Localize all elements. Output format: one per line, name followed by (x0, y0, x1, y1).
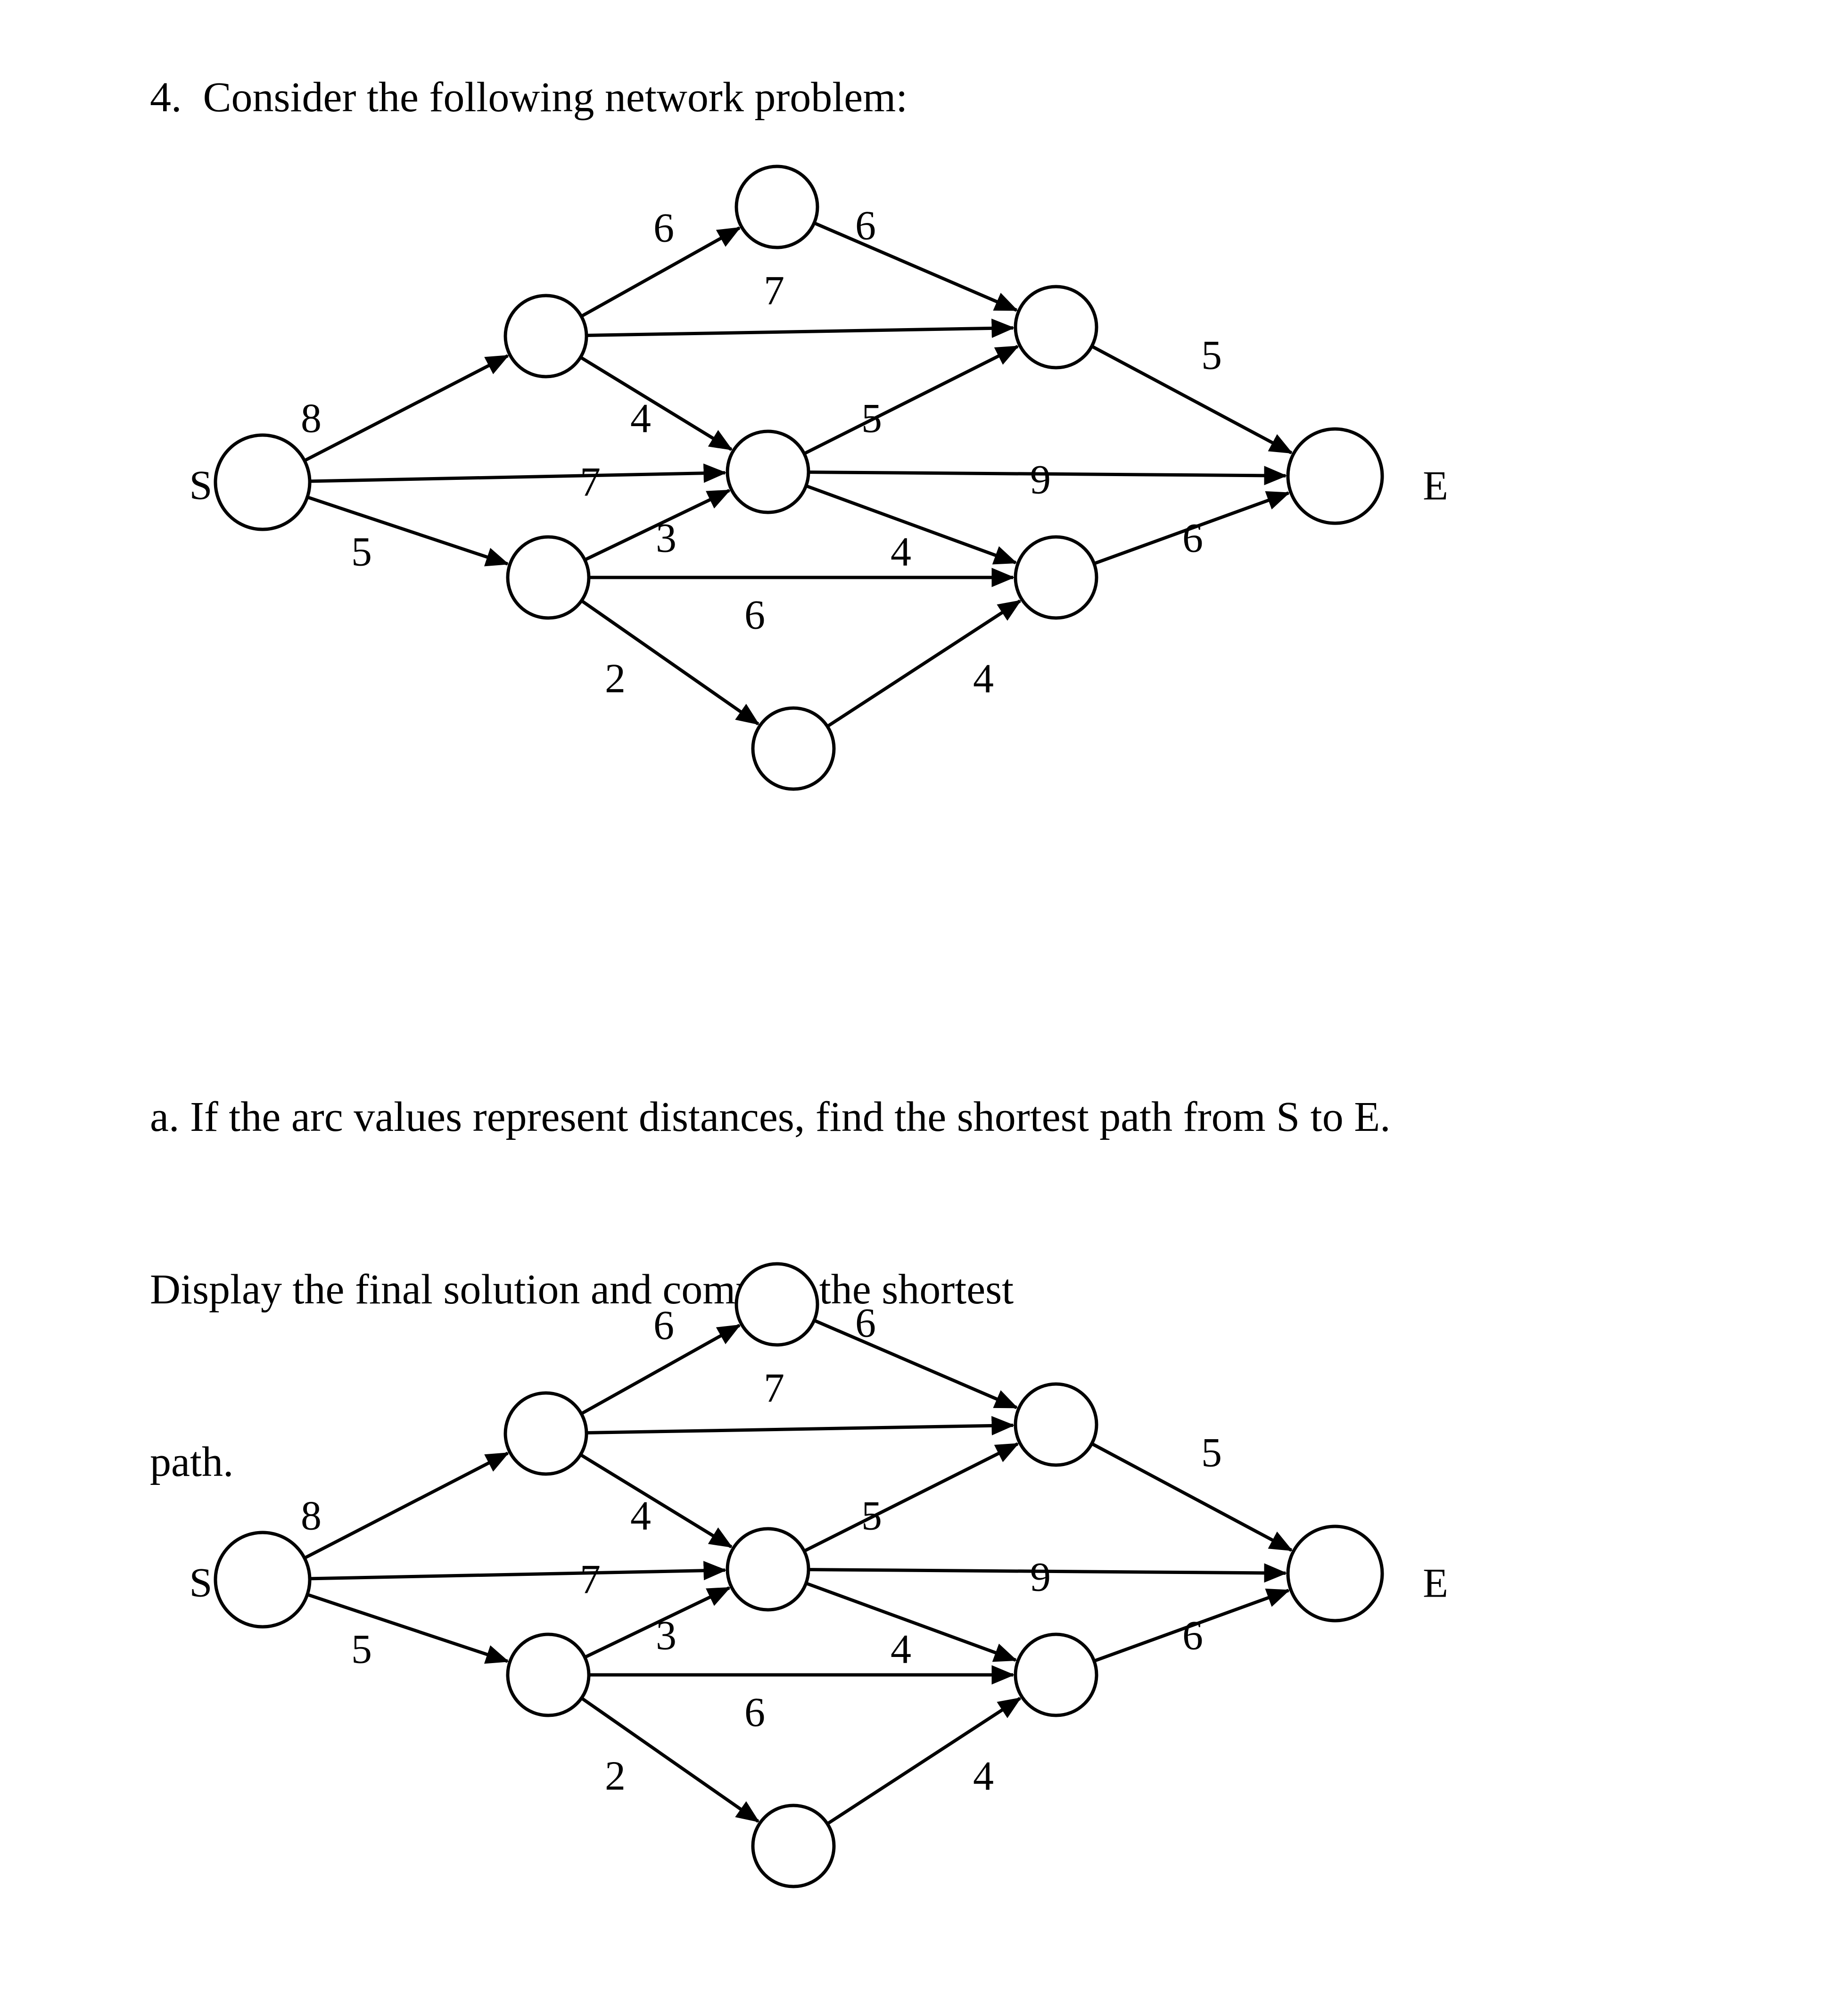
node-E (1286, 1524, 1384, 1623)
edge-weight-n3-n7: 4 (891, 1627, 911, 1673)
node-n4 (506, 1632, 591, 1717)
edge-arrow-n7-E (1093, 491, 1290, 565)
node-S (214, 1531, 312, 1629)
edge-weight-n4-n3: 3 (656, 1613, 676, 1659)
node-n7 (1014, 1632, 1098, 1717)
edge-weight-S-n3: 7 (580, 1557, 601, 1603)
edge-weight-n6-E: 5 (1201, 333, 1222, 379)
node-n1 (503, 1391, 588, 1476)
edge-weight-n5-n7: 4 (973, 1754, 994, 1799)
node-n5 (751, 1804, 836, 1888)
node-E (1286, 427, 1384, 525)
node-label-S: S (190, 1560, 213, 1606)
edge-weight-n3-n6: 5 (861, 396, 882, 442)
edge-arrow-n1-n6 (586, 1416, 1015, 1435)
edge-arrow-S-n3 (309, 1561, 727, 1581)
edge-weight-n3-E: 9 (1030, 457, 1051, 503)
edge-weight-S-n3: 7 (580, 460, 601, 505)
node-n3 (726, 1527, 810, 1612)
edge-arrow-n4-n3 (584, 1586, 731, 1659)
question-a-line-1: a. If the arc values represent distances… (150, 1094, 1391, 1140)
edge-weight-n1-n6: 7 (764, 268, 784, 314)
edge-arrow-S-n4 (306, 1593, 509, 1664)
node-n2 (734, 165, 819, 249)
node-n6 (1014, 1382, 1098, 1467)
edge-weight-n6-E: 5 (1201, 1430, 1222, 1476)
edge-arrow-n3-n7 (805, 484, 1017, 565)
edge-weight-S-n4: 5 (351, 529, 372, 575)
edge-weight-n3-E: 9 (1030, 1555, 1051, 1600)
edge-weight-n4-n5: 2 (605, 1754, 626, 1799)
edge-arrow-n1-n6 (586, 318, 1015, 338)
node-n1 (503, 294, 588, 379)
node-n2 (734, 1262, 819, 1347)
node-n4 (506, 535, 591, 620)
edge-weight-n7-E: 6 (1182, 1613, 1203, 1659)
edge-arrow-S-n3 (309, 463, 727, 483)
node-label-E: E (1423, 463, 1448, 509)
edge-arrow-n1-n2 (580, 226, 741, 318)
edge-arrow-n5-n7 (826, 599, 1022, 728)
edge-arrow-n4-n5 (580, 599, 760, 725)
edge-weight-n4-n7: 6 (744, 593, 765, 638)
edge-weight-n2-n6: 6 (855, 1301, 876, 1346)
edge-arrow-n1-n2 (580, 1324, 741, 1416)
edge-weight-n3-n7: 4 (891, 529, 911, 575)
edge-weight-n5-n7: 4 (973, 656, 994, 702)
edge-arrow-n3-n6 (803, 1442, 1019, 1553)
edge-arrow-n6-E (1091, 345, 1293, 454)
problem-statement: 4. Consider the following network proble… (150, 74, 908, 121)
edge-arrow-n2-n6 (813, 1318, 1018, 1409)
edge-weight-n3-n6: 5 (861, 1493, 882, 1539)
edge-arrow-S-n1 (304, 354, 510, 462)
edge-weight-n1-n3: 4 (630, 396, 651, 442)
edge-weight-S-n1: 8 (301, 1493, 322, 1539)
edge-arrow-n3-n7 (805, 1582, 1017, 1662)
edge-weight-n4-n3: 3 (656, 516, 676, 561)
edge-weight-n7-E: 6 (1182, 516, 1203, 561)
edge-arrow-n2-n6 (813, 221, 1018, 312)
edge-weight-n1-n2: 6 (653, 206, 674, 251)
edge-arrow-n1-n3 (579, 355, 733, 451)
edge-weight-S-n1: 8 (301, 396, 322, 442)
edge-arrow-n1-n3 (579, 1453, 733, 1549)
edge-weight-n1-n3: 4 (630, 1493, 651, 1539)
edge-arrow-n5-n7 (826, 1697, 1022, 1825)
node-S (214, 433, 312, 531)
edge-weight-S-n4: 5 (351, 1627, 372, 1673)
question-a-line-3: path. (150, 1439, 234, 1485)
edge-arrow-n4-n5 (580, 1697, 760, 1823)
node-n5 (751, 706, 836, 791)
node-n6 (1014, 285, 1098, 370)
node-label-E: E (1423, 1561, 1448, 1607)
node-label-S: S (190, 463, 213, 509)
edge-weight-n1-n2: 6 (653, 1303, 674, 1349)
edge-arrow-S-n4 (306, 495, 509, 567)
edge-arrow-n7-E (1093, 1589, 1290, 1663)
edge-arrow-n3-E (808, 466, 1287, 486)
node-n3 (726, 429, 810, 514)
edge-weight-n4-n7: 6 (744, 1690, 765, 1736)
edge-arrow-S-n1 (304, 1451, 510, 1560)
edge-weight-n4-n5: 2 (605, 656, 626, 702)
edge-arrow-n4-n3 (584, 489, 731, 561)
edge-arrow-n3-E (808, 1563, 1287, 1583)
edge-weight-n2-n6: 6 (855, 203, 876, 249)
edge-weight-n1-n6: 7 (764, 1366, 784, 1411)
edge-arrow-n3-n6 (803, 345, 1019, 455)
edge-arrow-n6-E (1091, 1442, 1293, 1552)
node-n7 (1014, 535, 1098, 620)
